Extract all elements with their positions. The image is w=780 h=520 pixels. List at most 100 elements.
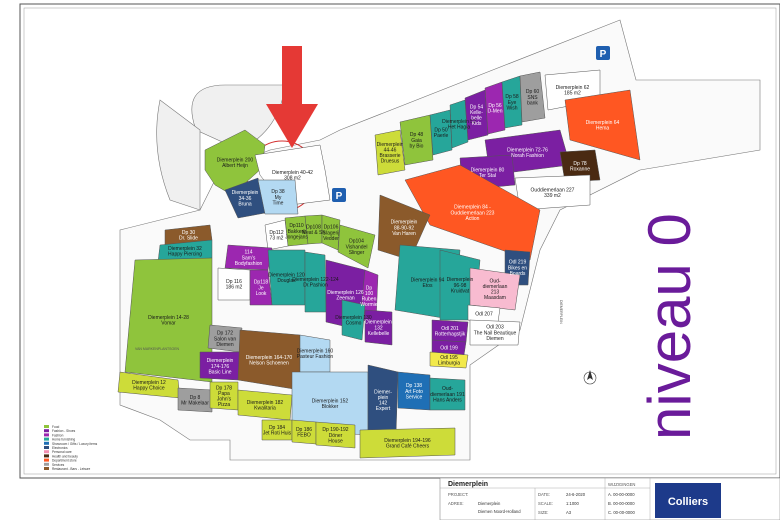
unit-label-u50: Dp 50 bbox=[434, 128, 448, 134]
unit-u195[interactable] bbox=[429, 351, 469, 369]
map-inner-frame bbox=[23, 7, 777, 475]
legend-label: Showroom / Gifts / Luxury items bbox=[52, 442, 98, 446]
north-arrow-icon bbox=[583, 370, 597, 385]
unit-label-u191: diemerlaan 191 bbox=[430, 392, 465, 398]
unit-label-u1428: Vomar bbox=[161, 321, 176, 327]
unit-u52[interactable] bbox=[449, 99, 469, 149]
unit-label-u62: 185 m2 bbox=[564, 91, 581, 97]
unit-label-u48: by Bio bbox=[410, 143, 424, 149]
legend-label: Fashion bbox=[52, 433, 64, 437]
unit-label-u190: House bbox=[328, 438, 343, 444]
unit-label-u178: Dp 178 bbox=[216, 385, 232, 391]
unit-u200[interactable] bbox=[204, 129, 266, 196]
unit-label-u174: Diemerplein bbox=[207, 358, 234, 364]
unit-u38[interactable] bbox=[257, 179, 299, 215]
unit-label-u78: Roxanne bbox=[570, 167, 590, 173]
unit-label-u132: 132 bbox=[374, 325, 383, 331]
unit-u60[interactable] bbox=[519, 71, 546, 123]
legend-label: Personal care bbox=[52, 450, 72, 454]
unit-u194[interactable] bbox=[359, 427, 456, 459]
unit-label-u201: Odl 201 bbox=[441, 326, 459, 332]
revision-a: A. 00-00-0000 bbox=[608, 492, 635, 497]
unit-label-u78: Dp 78 bbox=[573, 161, 587, 167]
unit-label-u200: Albert Heijn bbox=[222, 163, 248, 169]
unit-label-u8: Dp 8 bbox=[190, 395, 201, 401]
unit-label-u52: Het Hagia bbox=[448, 125, 470, 131]
project-label: PROJECT: bbox=[448, 492, 468, 497]
road-label-0: VAN MARKENPLANTSOEN bbox=[135, 347, 180, 351]
unit-label-u112: 73 m2 bbox=[270, 236, 284, 242]
unit-label-u118: Je bbox=[258, 285, 264, 291]
legend-swatch bbox=[44, 425, 49, 428]
unit-label-u58: Wish bbox=[506, 105, 517, 111]
unit-u191[interactable] bbox=[429, 377, 466, 411]
unit-u203[interactable] bbox=[469, 319, 521, 346]
unit-label-u213: Maasdam bbox=[484, 295, 506, 301]
unit-label-u118: Dp118 bbox=[254, 280, 269, 286]
legend-label: Services bbox=[52, 463, 65, 467]
unit-label-u190: Dp 190-192 bbox=[322, 427, 348, 433]
unit-label-u130: Cosmo bbox=[346, 321, 362, 327]
unit-label-u54: belle bbox=[471, 116, 482, 122]
legend-swatch bbox=[44, 429, 49, 433]
unit-label-u138: Art Foto bbox=[405, 389, 423, 395]
unit-u78[interactable] bbox=[559, 149, 601, 183]
unit-label-u184: Jet Roti Huis bbox=[263, 431, 292, 437]
svg-text:P: P bbox=[336, 191, 343, 202]
unit-label-u219: Bikes en bbox=[508, 265, 527, 271]
unit-label-u94: Etos bbox=[422, 283, 433, 289]
legend-label: Food bbox=[52, 425, 59, 429]
legend-label: Fashion - Shoes bbox=[52, 429, 76, 433]
unit-label-u32: Happy Piercing bbox=[168, 252, 202, 258]
unit-label-u186: Dp 186 bbox=[296, 427, 312, 433]
unit-u50[interactable] bbox=[429, 109, 453, 156]
unit-u48[interactable] bbox=[399, 114, 434, 166]
unit-u8[interactable] bbox=[177, 387, 213, 413]
unit-u54[interactable] bbox=[464, 89, 489, 141]
unit-label-u52: Diemerplein 52 bbox=[442, 119, 476, 125]
svg-text:P: P bbox=[600, 49, 607, 60]
unit-label-u132: Kellebelle bbox=[368, 331, 390, 337]
unit-u112[interactable] bbox=[264, 219, 289, 251]
unit-label-u207: Odl 207 bbox=[475, 311, 493, 317]
unit-label-u213: diemerlaan bbox=[483, 284, 508, 290]
unit-label-u190: Döner bbox=[329, 433, 343, 439]
unit-label-u195: Odl 195 bbox=[440, 355, 458, 361]
unit-u130[interactable] bbox=[341, 299, 366, 341]
unit-label-u126: Diemerplein 126 bbox=[327, 290, 364, 296]
unit-label-u160: Diemerplein 160 bbox=[297, 349, 334, 355]
unit-label-u64: Diemerplein 64 bbox=[586, 120, 620, 126]
unit-label-u60: Dp 60 bbox=[526, 89, 540, 95]
legend-label: Health and beauty bbox=[52, 454, 78, 458]
unit-u104[interactable] bbox=[337, 224, 376, 269]
address-label: ADRES: bbox=[448, 501, 464, 506]
unit-label-u40: Diemerplein 40-42 bbox=[272, 170, 313, 176]
unit-label-u108: Meat & Sh bbox=[302, 230, 326, 236]
unit-u56[interactable] bbox=[484, 81, 506, 135]
unit-u190[interactable] bbox=[315, 421, 356, 449]
date-label: DATE: bbox=[538, 492, 550, 497]
revision-b: B. 00-00-0000 bbox=[608, 501, 635, 506]
unit-u64[interactable] bbox=[564, 89, 641, 161]
unit-u213[interactable] bbox=[469, 267, 521, 311]
unit-label-u12: Happy Choice bbox=[133, 386, 165, 392]
unit-label-u186: FEBO bbox=[297, 433, 311, 439]
format-label: SIZE: bbox=[538, 510, 548, 515]
unit-label-u191: Oud- bbox=[442, 386, 453, 392]
unit-label-u142: Expert bbox=[376, 406, 391, 412]
unit-u4446[interactable] bbox=[374, 129, 406, 176]
unit-label-u1428: Diemerplein 14-28 bbox=[148, 315, 189, 321]
legend-label: Department store bbox=[52, 459, 77, 463]
unit-u132[interactable] bbox=[364, 309, 393, 346]
unit-label-u106: Slagerij bbox=[323, 230, 340, 236]
unit-u58[interactable] bbox=[501, 75, 523, 129]
unit-label-u110: Bakkerij bbox=[288, 229, 306, 235]
unit-label-u184: Dp 184 bbox=[269, 425, 285, 431]
unit-label-u56: Dp 56 bbox=[488, 103, 502, 109]
unit-label-u219: Boards bbox=[510, 271, 526, 277]
unit-label-u203: Diemen bbox=[486, 336, 503, 342]
unit-label-u112: Dp112 bbox=[269, 230, 284, 236]
unit-label-u227: Ouddiemerlaan 227 bbox=[531, 188, 575, 194]
unit-label-u152: Diemerplein 152 bbox=[312, 399, 349, 405]
